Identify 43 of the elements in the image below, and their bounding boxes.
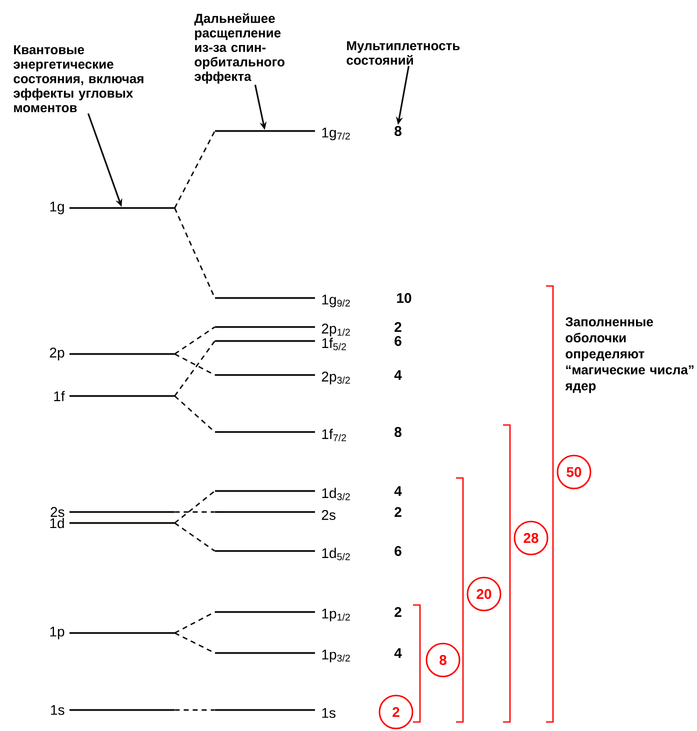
level-label: 2s <box>322 510 336 520</box>
multiplicity-number: 8 <box>394 126 402 136</box>
split-line <box>174 511 215 513</box>
level-label: 1g$_{9/2}$ <box>322 294 350 308</box>
multiplicity-number: 6 <box>394 336 402 346</box>
level-label: 1f$_{7/2}$ <box>322 428 346 442</box>
multiplicity-number: 6 <box>394 546 402 556</box>
level-label: 1p <box>50 626 64 640</box>
multiplicity-number: 8 <box>394 427 402 437</box>
multiplicity-number: 2 <box>394 507 402 517</box>
level-label: 1f$_{5/2}$ <box>322 338 346 350</box>
level-label: 1g$_{7/2}$ <box>322 128 350 140</box>
level-label: 1s <box>51 705 64 715</box>
split-line <box>174 522 216 552</box>
level-label: 1p$_{1/2}$ <box>322 608 350 622</box>
level-label: 2p$_{1/2}$ <box>322 324 350 336</box>
level-label: 1p$_{3/2}$ <box>322 650 350 662</box>
split-line <box>174 611 216 634</box>
level-label: 1d <box>50 518 64 528</box>
multiplicity-number: 4 <box>394 486 402 496</box>
level-label: 2s <box>50 507 64 517</box>
split-line <box>174 353 216 376</box>
annotation-text: Квантовые энергетические состояния, включая эффекты угловых моментов <box>14 45 144 112</box>
split-line <box>174 709 215 711</box>
split-line <box>174 130 216 208</box>
multiplicity-number: 4 <box>394 648 402 658</box>
annotation-text: Мультиплетность состояний <box>346 41 460 65</box>
level-label: 1s <box>322 708 336 718</box>
level-label: 1f <box>54 390 65 402</box>
split-line <box>174 490 216 524</box>
multiplicity-number: 10 <box>397 293 412 303</box>
multiplicity-number: 2 <box>394 322 402 332</box>
level-label: 2p$_{3/2}$ <box>322 372 350 384</box>
level-label: 1d$_{5/2}$ <box>322 548 350 560</box>
level-label: 1d$_{3/2}$ <box>322 488 350 500</box>
annotation-text: Дальнейшее расщепление из-за спин-орбитального эффекта <box>194 13 284 84</box>
level-label: 2p <box>50 348 64 360</box>
multiplicity-number: 2 <box>394 607 402 617</box>
multiplicity-number: 4 <box>394 370 402 380</box>
split-line <box>174 326 216 355</box>
note-text: Заполненные оболочки определяют “магические числа” ядер <box>565 317 694 393</box>
split-line <box>174 340 216 396</box>
level-label: 1g <box>50 202 64 214</box>
